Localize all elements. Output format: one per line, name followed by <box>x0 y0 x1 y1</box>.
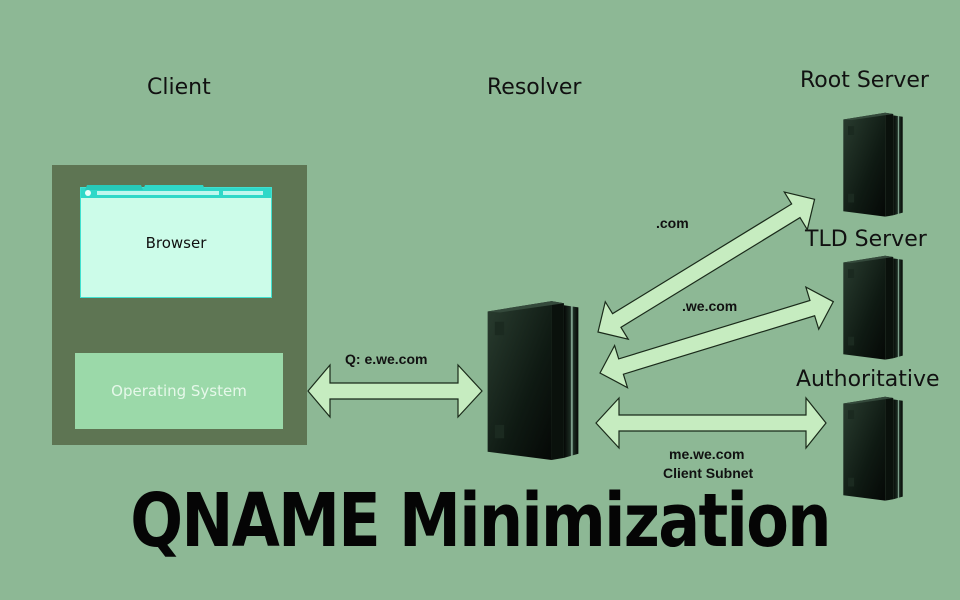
authoritative-edge-sublabel: Client Subnet <box>663 465 754 481</box>
client-resolver-label: Q: e.we.com <box>345 351 428 367</box>
browser-address-bar <box>97 191 219 195</box>
resolver-root-arrow <box>597 191 816 341</box>
browser-tabs <box>85 185 205 190</box>
client-resolver-arrow <box>307 363 483 419</box>
root-server-label: Root Server <box>800 68 929 93</box>
authoritative-edge-label: me.we.com <box>669 446 745 462</box>
browser-label: Browser <box>145 234 207 252</box>
browser-toolbar <box>81 188 271 198</box>
operating-system-box: Operating System <box>75 353 283 429</box>
tld-edge-label: .we.com <box>682 298 738 314</box>
diagram-title: QNAME Minimization <box>130 478 831 564</box>
resolver-server-icon <box>487 301 579 460</box>
resolver-column-title: Resolver <box>487 75 582 100</box>
authoritative-server-label: Authoritative <box>796 367 940 392</box>
browser-search-bar <box>223 191 263 195</box>
operating-system-label: Operating System <box>111 382 247 400</box>
resolver-tld-arrow <box>599 285 835 389</box>
tld-server-icon <box>843 255 903 360</box>
browser-nav-icon <box>85 190 91 196</box>
root-edge-label: .com <box>656 215 689 231</box>
browser-window: Browser <box>80 187 272 298</box>
root-server-icon <box>843 112 903 217</box>
tld-server-label: TLD Server <box>805 227 927 252</box>
client-column-title: Client <box>147 75 211 100</box>
resolver-authoritative-arrow <box>595 396 827 450</box>
